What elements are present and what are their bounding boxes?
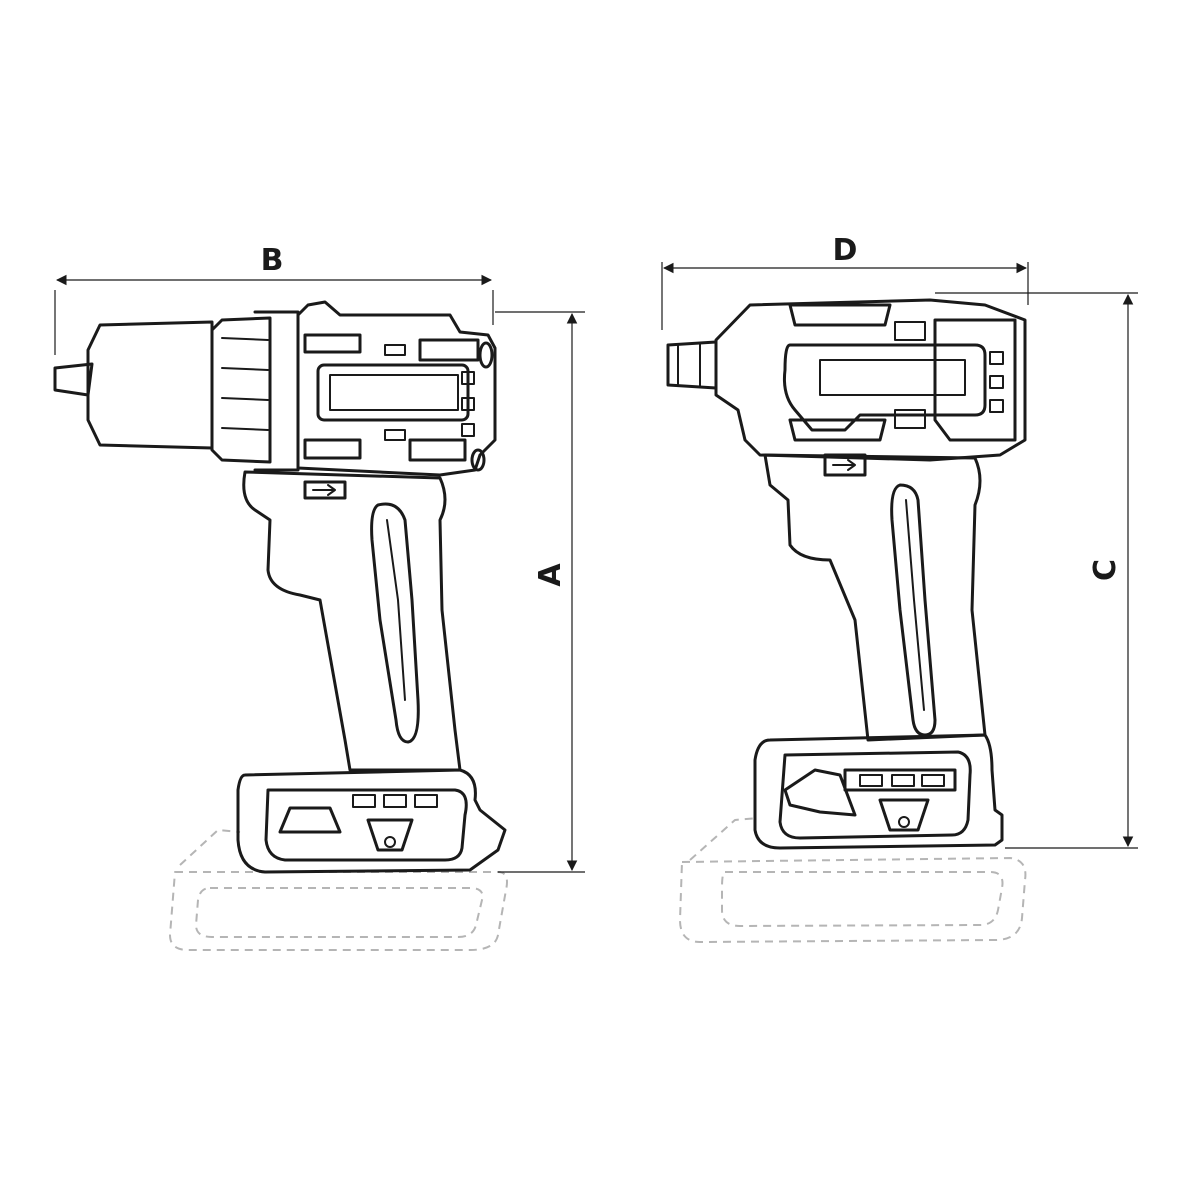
drill-motor-housing (296, 300, 497, 477)
drill-battery-outline (169, 829, 508, 951)
dimension-b: B (54, 243, 494, 355)
dimension-label-b: B (261, 243, 284, 278)
drill-chuck (53, 310, 300, 472)
impact-housing (714, 298, 1027, 462)
impact-battery-foot (753, 733, 1004, 850)
impact-battery-outline (679, 817, 1027, 943)
dimension-label-c: C (1088, 559, 1123, 581)
dimension-c: C (935, 292, 1138, 849)
dimension-d: D (661, 233, 1029, 330)
impact-handle (763, 453, 987, 742)
impact-driver (666, 298, 1027, 943)
dimension-label-d: D (833, 233, 858, 268)
dimension-label-a: A (533, 563, 568, 587)
drill-battery-foot (236, 768, 507, 874)
dimension-a: A (495, 311, 585, 873)
impact-anvil (666, 340, 718, 390)
drill-driver (53, 300, 508, 951)
drill-handle (242, 470, 462, 772)
